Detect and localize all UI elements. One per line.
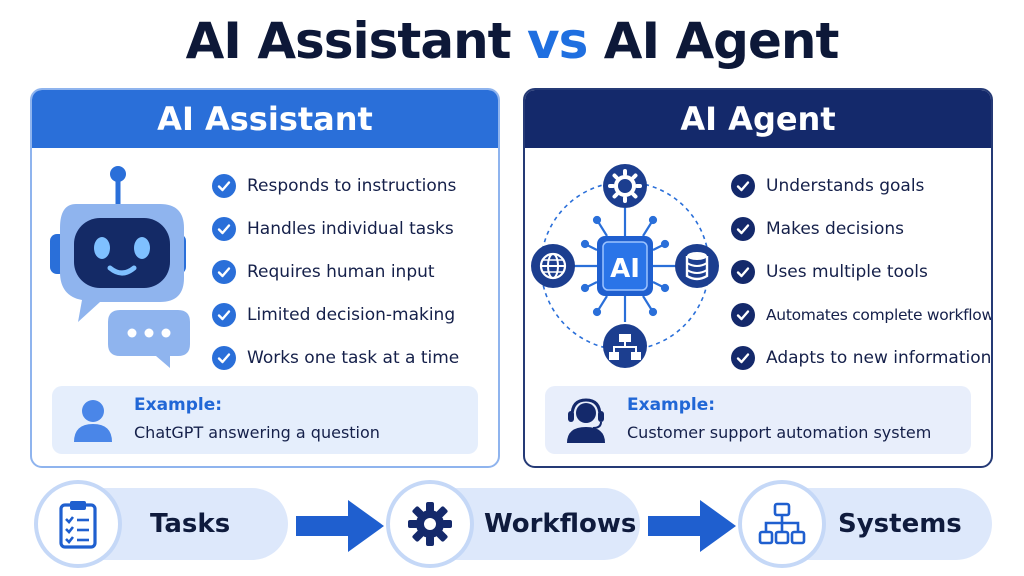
feature-text: Understands goals bbox=[766, 175, 925, 196]
check-icon bbox=[731, 345, 755, 370]
assistant-heading: AI Assistant bbox=[32, 90, 498, 148]
title-agent: AI Agent bbox=[603, 12, 840, 70]
list-item: Understands goals bbox=[731, 164, 991, 207]
feature-text: Works one task at a time bbox=[247, 347, 460, 368]
assistant-panel: AI Assistant Responds to instructions Ha… bbox=[30, 88, 500, 468]
feature-text: Limited decision-making bbox=[247, 304, 456, 325]
feature-text: Requires human input bbox=[247, 261, 435, 282]
flow-label-systems: Systems bbox=[838, 509, 962, 539]
example-text: Customer support automation system bbox=[627, 423, 932, 442]
example-label: Example: bbox=[134, 395, 223, 415]
globe-icon bbox=[531, 244, 575, 288]
title-vs: vs bbox=[527, 12, 588, 70]
list-item: Works one task at a time bbox=[212, 336, 459, 379]
feature-text: Responds to instructions bbox=[247, 175, 457, 196]
ai-network-icon: AI bbox=[531, 164, 719, 368]
agent-feature-list: Understands goals Makes decisions Uses m… bbox=[731, 164, 993, 379]
list-item: Handles individual tasks bbox=[212, 207, 459, 250]
check-icon bbox=[731, 302, 755, 327]
check-icon bbox=[731, 173, 755, 198]
list-item: Requires human input bbox=[212, 250, 459, 293]
list-item: Automates complete workflows bbox=[731, 293, 993, 336]
feature-text: Handles individual tasks bbox=[247, 218, 454, 239]
arrow-right-icon bbox=[296, 500, 384, 552]
check-icon bbox=[731, 259, 755, 284]
feature-text: Uses multiple tools bbox=[766, 261, 928, 282]
agent-panel: AI Agent AI bbox=[523, 88, 993, 468]
headset-agent-icon bbox=[567, 398, 605, 443]
assistant-feature-list: Responds to instructions Handles individ… bbox=[212, 164, 459, 379]
chip-label: AI bbox=[610, 254, 640, 284]
list-item: Adapts to new information bbox=[731, 336, 992, 379]
chat-bubble-icon bbox=[108, 310, 190, 368]
database-icon bbox=[675, 244, 719, 288]
feature-text: Automates complete workflows bbox=[766, 305, 993, 324]
list-item: Responds to instructions bbox=[212, 164, 459, 207]
hierarchy-icon bbox=[738, 480, 826, 568]
gear-icon bbox=[386, 480, 474, 568]
title-assistant: AI Assistant bbox=[185, 12, 512, 70]
check-icon bbox=[731, 216, 755, 241]
agent-heading: AI Agent bbox=[525, 90, 991, 148]
check-icon bbox=[212, 173, 236, 198]
feature-text: Makes decisions bbox=[766, 218, 904, 239]
list-item: Limited decision-making bbox=[212, 293, 459, 336]
clipboard-checklist-icon bbox=[34, 480, 122, 568]
list-item: Uses multiple tools bbox=[731, 250, 991, 293]
arrow-right-icon bbox=[648, 500, 736, 552]
assistant-example: Example: ChatGPT answering a question bbox=[52, 386, 478, 454]
check-icon bbox=[212, 302, 236, 327]
hierarchy-icon bbox=[603, 324, 647, 368]
example-text: ChatGPT answering a question bbox=[134, 423, 380, 442]
check-icon bbox=[212, 345, 236, 370]
flow-label-workflows: Workflows bbox=[484, 509, 637, 539]
gear-icon bbox=[603, 164, 647, 208]
flow-label-tasks: Tasks bbox=[150, 509, 231, 539]
example-label: Example: bbox=[627, 395, 716, 415]
page-title: AI Assistant vs AI Agent bbox=[0, 6, 1024, 76]
list-item: Makes decisions bbox=[731, 207, 991, 250]
check-icon bbox=[212, 259, 236, 284]
agent-example: Example: Customer support automation sys… bbox=[545, 386, 971, 454]
robot-icon bbox=[50, 166, 190, 368]
feature-text: Adapts to new information bbox=[766, 347, 992, 368]
person-icon bbox=[74, 400, 112, 442]
check-icon bbox=[212, 216, 236, 241]
